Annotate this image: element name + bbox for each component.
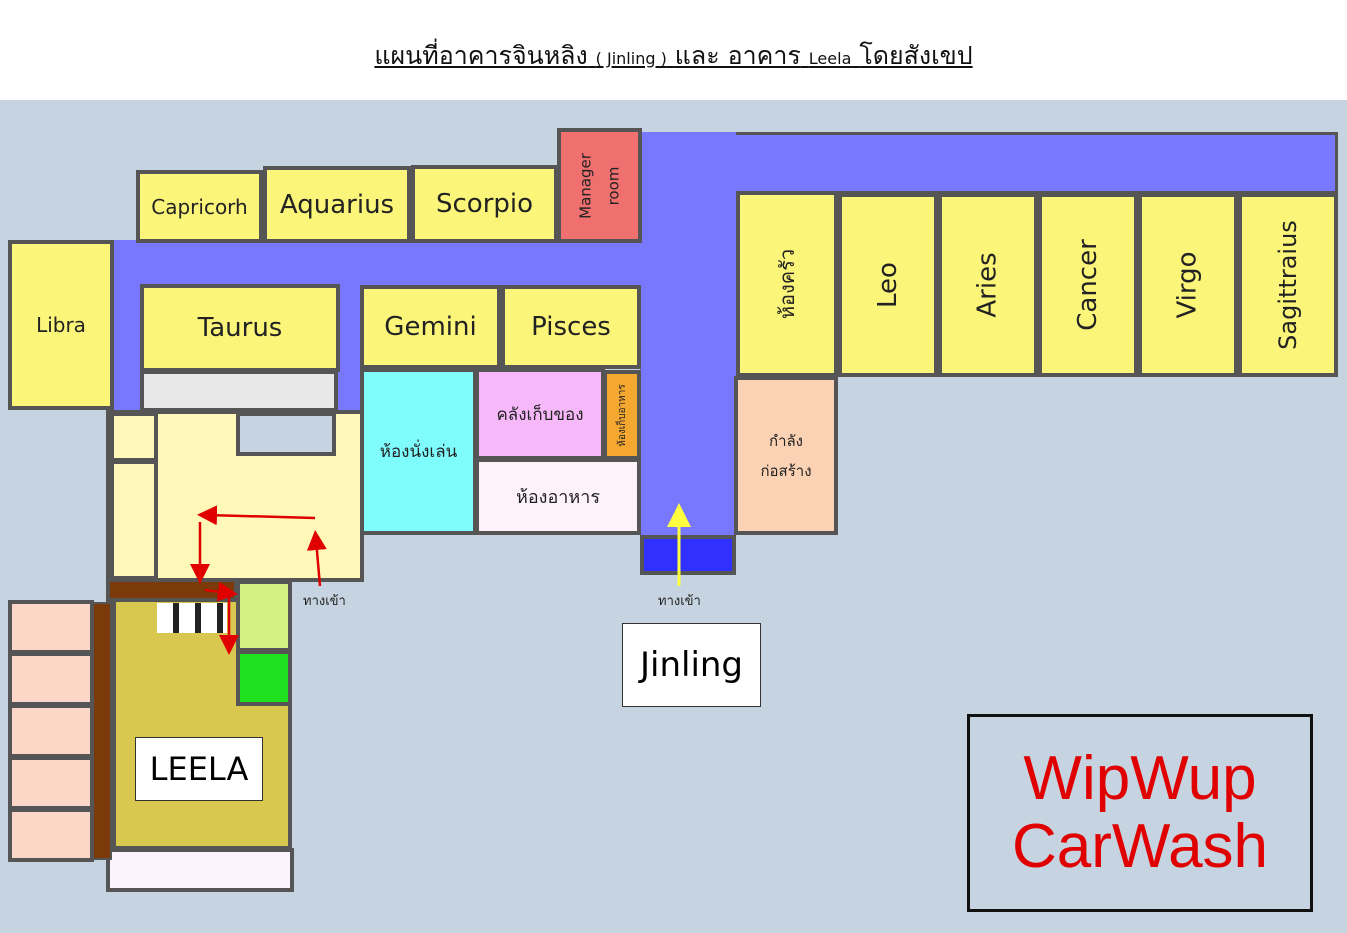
- jinling-label: Jinling: [622, 623, 761, 707]
- room-manager[interactable]: Manager room: [557, 128, 642, 243]
- corridor-top: [640, 132, 1338, 194]
- leela-small-room: [8, 756, 94, 810]
- brand-line-1: WipWup: [1023, 744, 1257, 813]
- room-virgo[interactable]: Virgo: [1138, 193, 1238, 377]
- header: แผนที่อาคารจินหลิง ( Jinling ) และ อาคาร…: [0, 0, 1347, 100]
- room-scorpio[interactable]: Scorpio: [411, 165, 558, 243]
- room-dining[interactable]: ห้องอาหาร: [475, 458, 641, 535]
- map-title: แผนที่อาคารจินหลิง ( Jinling ) และ อาคาร…: [374, 41, 973, 70]
- room-sagittarius[interactable]: Sagittraius: [1238, 193, 1338, 377]
- room-libra[interactable]: Libra: [8, 240, 114, 410]
- room-leo[interactable]: Leo: [838, 193, 938, 377]
- leela-label: LEELA: [135, 737, 263, 801]
- room-storage[interactable]: คลังเก็บของ: [475, 368, 605, 460]
- brand-line-2: CarWash: [1011, 812, 1269, 881]
- room-pisces[interactable]: Pisces: [501, 285, 641, 369]
- leela-route-arrow: [190, 505, 327, 655]
- leela-small-room: [8, 808, 94, 862]
- jinling-entrance-label: ทางเข้า: [658, 594, 701, 609]
- room-cancer[interactable]: Cancer: [1038, 193, 1138, 377]
- room-living[interactable]: ห้องนั่งเล่น: [360, 368, 477, 535]
- brand-box: WipWup CarWash: [967, 714, 1313, 912]
- room-kitchen[interactable]: ห้องครัว: [736, 191, 838, 377]
- stairs: [157, 603, 227, 633]
- leela-entrance-label: ทางเข้า: [303, 594, 346, 609]
- leela-bottom-room: [106, 848, 294, 892]
- room-aquarius[interactable]: Aquarius: [263, 166, 411, 243]
- room-aries[interactable]: Aries: [938, 193, 1038, 377]
- corridor-left: [112, 240, 642, 286]
- jinling-entrance-hall: [640, 535, 736, 575]
- corridor-left-vertical: [112, 240, 142, 412]
- leela-upper-gap: [236, 412, 336, 456]
- corridor-main: [640, 132, 736, 536]
- leela-small-room: [8, 600, 94, 654]
- leela-room-green: [236, 650, 292, 706]
- room-capricorn[interactable]: Capricorh: [136, 170, 263, 243]
- room-gemini[interactable]: Gemini: [360, 285, 501, 369]
- room-taurus[interactable]: Taurus: [140, 284, 340, 372]
- room-under-construction[interactable]: กำลังก่อสร้าง: [734, 376, 838, 535]
